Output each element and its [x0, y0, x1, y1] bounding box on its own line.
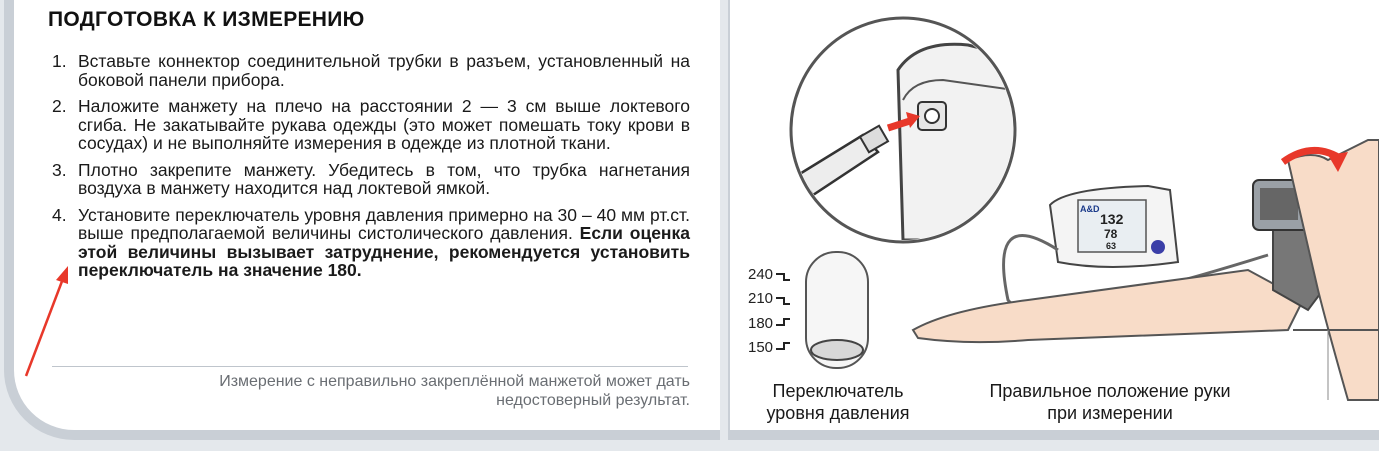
red-arrow-icon [24, 266, 68, 377]
arm-caption: Правильное положение руки при измерении [960, 380, 1260, 424]
step-number: 1. [52, 51, 67, 71]
step-number: 4. [52, 204, 67, 225]
step-item: 3. Плотно закрепите манжету. Убедитесь в… [52, 159, 690, 198]
step-text: Наложите манжету на плечо на расстоянии … [78, 96, 690, 153]
warning-note: Измерение с неправильно закреплённой ман… [219, 373, 690, 409]
step-number: 3. [52, 159, 67, 180]
red-rotate-arrow-icon [1328, 152, 1348, 172]
switch-caption-line2: уровня давления [766, 403, 910, 423]
step-item: 4. Установите переключатель уровня давле… [52, 204, 690, 280]
scale-label-240: 240 [748, 266, 774, 283]
pressure-switch [776, 251, 869, 369]
start-button-icon [1151, 240, 1165, 254]
step-item: 1. Вставьте коннектор соединительной тру… [52, 52, 690, 89]
steps-list: 1. Вставьте коннектор соединительной тру… [52, 52, 690, 288]
arm-caption-line1: Правильное положение руки [989, 381, 1231, 401]
divider [52, 366, 688, 367]
section-title: ПОДГОТОВКА К ИЗМЕРЕНИЮ [48, 8, 365, 31]
bp-monitor: A&D 132 78 63 [1002, 184, 1269, 311]
scale-label-210: 210 [748, 290, 774, 307]
monitor-sys: 132 [1100, 211, 1124, 227]
monitor-brand: A&D [1080, 204, 1100, 214]
monitor-dia: 78 [1104, 227, 1118, 241]
connector-inset [789, 16, 1017, 244]
arm-caption-line2: при измерении [1047, 403, 1173, 423]
step-text: Плотно закрепите манжету. Убедитесь в то… [78, 159, 690, 198]
illustration: A&D 132 78 63 [776, 16, 1379, 401]
step-bold-text: Если оценка этой величины вызывает затру… [78, 223, 690, 280]
step-text: Вставьте коннектор соединительной трубки… [78, 51, 690, 90]
scale-label-150: 150 [748, 339, 774, 356]
switch-caption-line1: Переключатель [772, 381, 904, 401]
monitor-pulse: 63 [1106, 241, 1116, 251]
step-number: 2. [52, 96, 67, 116]
step-item: 2. Наложите манжету на плечо на расстоян… [52, 97, 690, 153]
step-text: Установите переключатель уровня давления… [78, 204, 690, 243]
switch-caption: Переключатель уровня давления [748, 380, 928, 424]
scale-label-180: 180 [748, 315, 774, 332]
arm-with-cuff [911, 139, 1379, 401]
